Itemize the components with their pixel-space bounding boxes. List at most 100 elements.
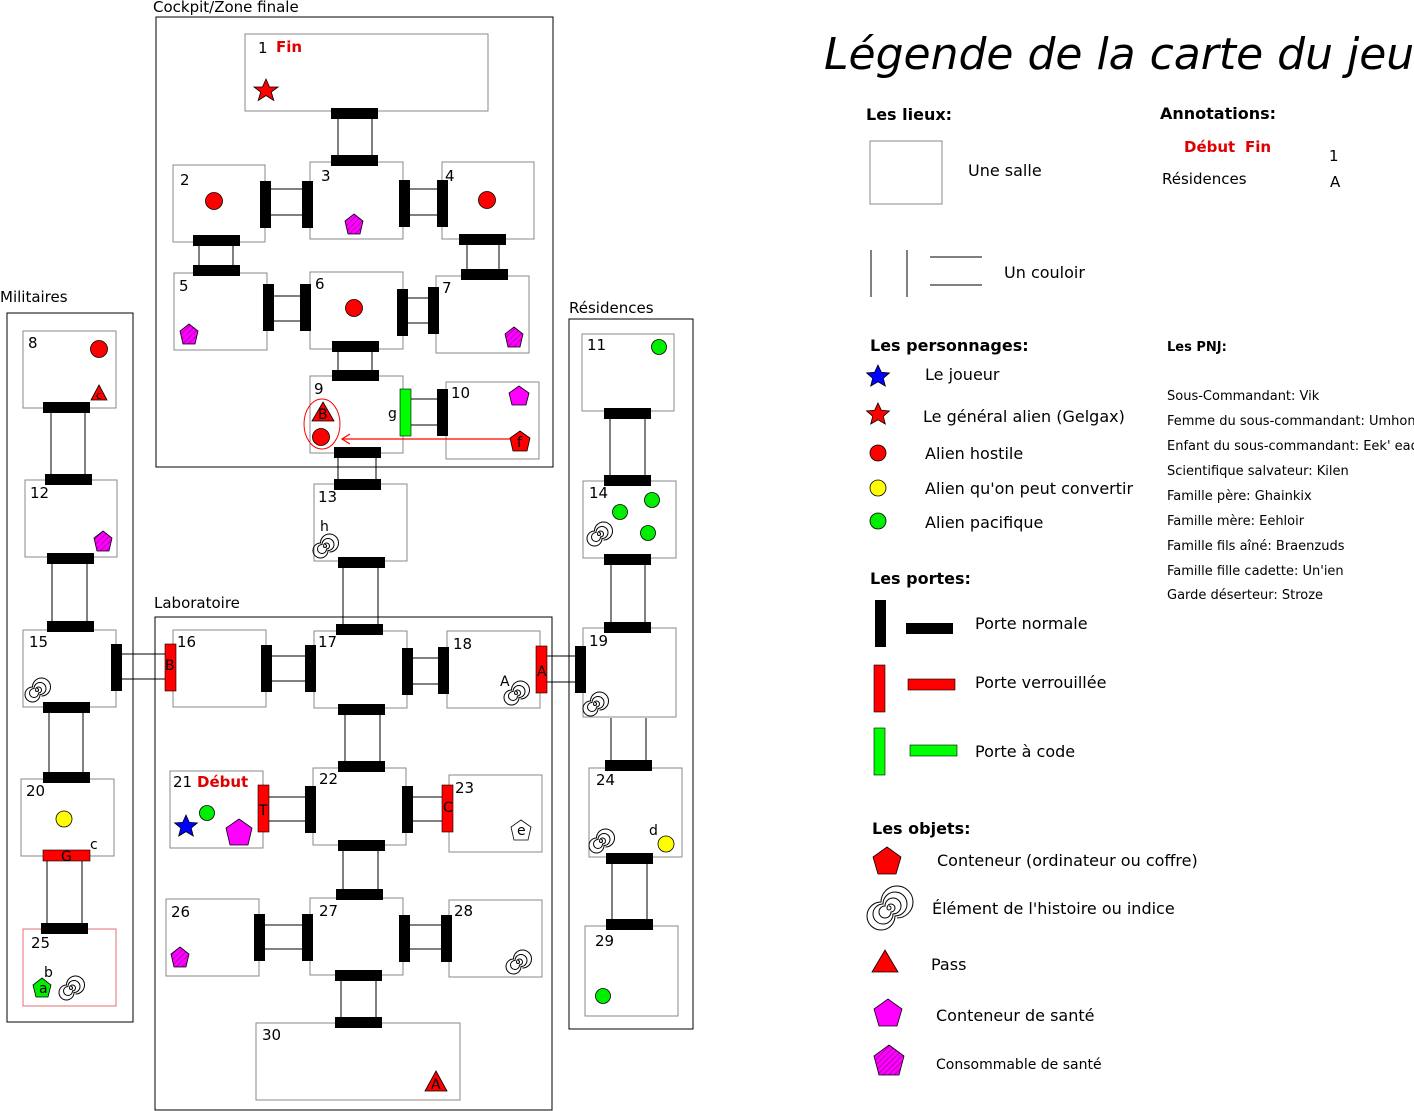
legend-door-locked-vert xyxy=(873,664,886,713)
door-normal xyxy=(261,645,272,692)
door-normal xyxy=(260,181,271,228)
highlight-ellipse xyxy=(303,398,341,450)
legend-door-normal-horiz xyxy=(906,623,953,634)
general-alien-star xyxy=(252,78,280,102)
room-number: 19 xyxy=(589,632,608,650)
door-normal xyxy=(193,235,240,246)
legend-perso-item: Alien qu'on peut convertir xyxy=(925,479,1133,498)
room-number: 3 xyxy=(321,167,331,185)
marker-label-b: b xyxy=(44,965,53,981)
legend-objet-item: Conteneur de santé xyxy=(936,1006,1095,1025)
legend-pnj-header: Les PNJ: xyxy=(1167,340,1227,355)
door-normal xyxy=(111,644,122,691)
door-normal xyxy=(305,645,316,692)
door-normal xyxy=(606,853,653,864)
legend-spiral-icon xyxy=(866,885,914,931)
door-normal xyxy=(41,923,88,934)
door-normal xyxy=(336,624,383,635)
door-locked-A xyxy=(535,645,548,694)
legend-pnj-item: Famille père: Ghainkix xyxy=(1167,489,1312,504)
health-consumable xyxy=(504,326,524,348)
health-consumable xyxy=(93,530,113,552)
legend-objet-item: Pass xyxy=(931,955,966,974)
legend-porte-item: Porte verrouillée xyxy=(975,673,1106,692)
pass-triangle-B xyxy=(311,401,335,422)
legend-door-locked-horiz xyxy=(907,678,956,691)
pass-triangle-c xyxy=(90,384,108,401)
code-door-label-g: g xyxy=(388,406,397,422)
legend-perso-item: Le joueur xyxy=(925,365,1000,384)
room-number: 28 xyxy=(454,902,473,920)
legend-pnj-item: Femme du sous-commandant: Umhon xyxy=(1167,414,1414,429)
fin-label: Fin xyxy=(276,38,302,56)
room-number: 1 xyxy=(258,39,268,57)
room-number: 8 xyxy=(28,334,38,352)
health-consumable xyxy=(170,946,190,968)
marker-label-h: h xyxy=(320,519,329,535)
pass-triangle-A xyxy=(424,1070,448,1092)
legend-perso-item: Alien hostile xyxy=(925,444,1023,463)
door-normal xyxy=(399,915,410,962)
door-label-G: G xyxy=(61,849,72,865)
room-number: 25 xyxy=(31,934,50,952)
door-normal xyxy=(402,786,413,833)
convertible-alien xyxy=(657,835,675,853)
room-number: 20 xyxy=(26,782,45,800)
convertible-alien xyxy=(55,810,73,828)
legend-pnj-item: Enfant du sous-commandant: Eek' eads xyxy=(1167,439,1414,454)
door-normal xyxy=(604,622,651,633)
door-letters: B A T C G xyxy=(61,658,547,865)
door-normal xyxy=(437,180,448,227)
marker-label-d: d xyxy=(649,823,658,839)
legend-couloir-label: Un couloir xyxy=(1004,263,1085,282)
legend-annot-num: 1 xyxy=(1329,147,1339,165)
door-normal xyxy=(336,889,383,900)
legend-annot-letter: A xyxy=(1330,173,1341,191)
peaceful-alien xyxy=(651,339,667,355)
map-markers: Fin c B A f g xyxy=(24,38,675,1093)
player-star xyxy=(173,814,199,837)
zone-laboratoire xyxy=(154,616,553,1111)
zone-label-residences: Résidences xyxy=(569,299,654,317)
room-number: 29 xyxy=(595,932,614,950)
health-consumable xyxy=(179,323,199,345)
legend-pnj-item: Famille fille cadette: Un'ien xyxy=(1167,564,1344,579)
door-label-T: T xyxy=(258,803,268,819)
zone-militaires xyxy=(6,312,134,1023)
legend-pnj-item: Garde déserteur: Stroze xyxy=(1167,588,1323,603)
door-normal xyxy=(399,180,410,227)
door-normal xyxy=(437,389,448,436)
legend: Légende de la carte du jeu Les lieux: Un… xyxy=(824,29,1414,1076)
door-normal xyxy=(334,447,381,458)
room-number: 26 xyxy=(171,903,190,921)
zone-label-cockpit: Cockpit/Zone finale xyxy=(153,0,299,16)
legend-door-normal-vert xyxy=(875,600,886,647)
room-number: 9 xyxy=(314,380,324,398)
door-locked-G xyxy=(42,849,91,862)
room-23 xyxy=(448,774,543,853)
container-f xyxy=(509,430,531,452)
room-number: 11 xyxy=(587,336,606,354)
room-30 xyxy=(255,1022,461,1101)
room-number: 30 xyxy=(262,1026,281,1044)
door-normal xyxy=(47,621,94,632)
hostile-alien xyxy=(478,191,496,209)
door-locked-B xyxy=(164,643,177,692)
door-normal xyxy=(47,553,94,564)
zone-label-militaires: Militaires xyxy=(0,288,68,306)
room-number: 12 xyxy=(30,484,49,502)
arrow-head xyxy=(340,433,351,445)
door-code-g xyxy=(399,388,412,437)
peaceful-alien xyxy=(199,805,215,821)
door-locked-T xyxy=(257,784,270,833)
legend-health-consumable-icon xyxy=(873,1044,905,1076)
legend-room-sample xyxy=(869,140,943,205)
room-number: 16 xyxy=(177,633,196,651)
door-normal xyxy=(335,1017,382,1028)
peaceful-alien xyxy=(640,525,656,541)
legend-pnj-item: Scientifique salvateur: Kilen xyxy=(1167,464,1349,479)
legend-pnj-item: Famille fils aîné: Braenzuds xyxy=(1167,539,1345,554)
pass-label-c: c xyxy=(96,389,102,402)
room-number: 22 xyxy=(319,770,338,788)
door-normal xyxy=(302,914,313,961)
